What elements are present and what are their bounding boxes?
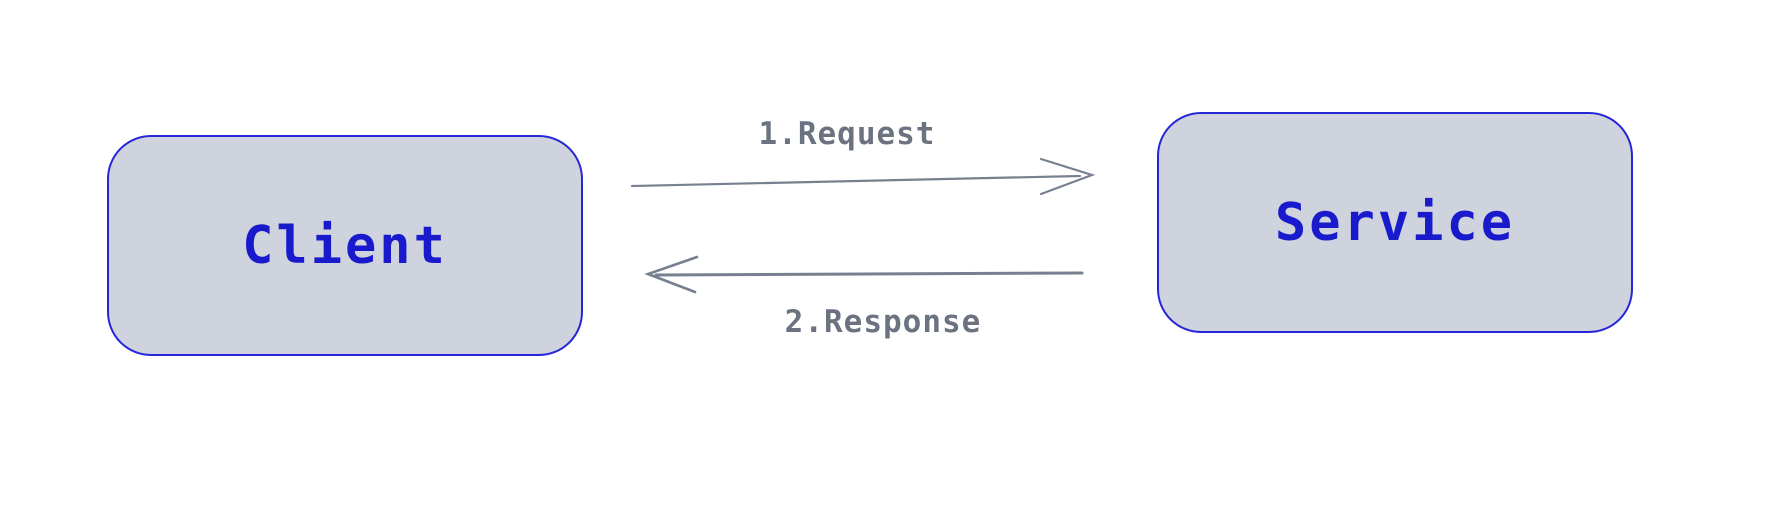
request-arrow bbox=[630, 157, 1096, 196]
request-edge-label: 1.Request bbox=[758, 116, 936, 152]
service-node-label: Service bbox=[1274, 192, 1516, 253]
response-edge-label: 2.Response bbox=[784, 304, 982, 340]
response-arrow bbox=[644, 255, 1084, 294]
service-node: Service bbox=[1157, 112, 1633, 333]
client-node-label: Client bbox=[242, 215, 448, 276]
client-node: Client bbox=[107, 135, 583, 356]
